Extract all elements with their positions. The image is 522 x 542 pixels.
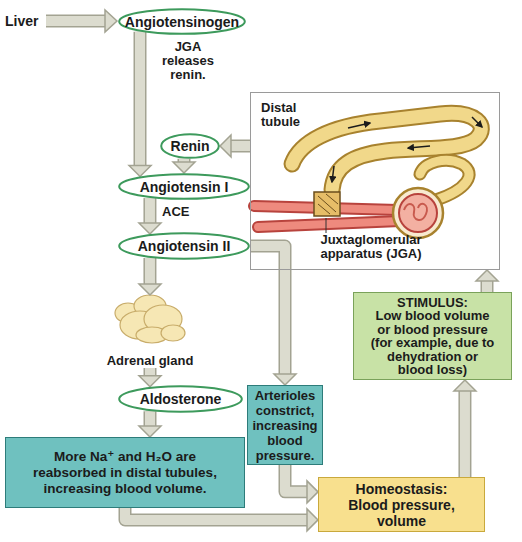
tubule-fill	[292, 113, 481, 190]
molecule-oval: Angiotensin I	[118, 173, 250, 200]
arteriole-fill	[258, 221, 400, 227]
arrow-head	[307, 481, 318, 503]
oval-shape	[119, 386, 242, 412]
stimulus-box: STIMULUS:Low blood volume or blood press…	[353, 292, 512, 380]
molecule-oval: Angiotensin II	[118, 232, 250, 260]
node-text: Blood pressure, volume	[333, 497, 470, 529]
flow-arrow	[173, 159, 195, 173]
arrow-outline	[143, 258, 156, 285]
hormone-oval: Aldosterone	[118, 385, 243, 413]
arrow-outline	[230, 139, 250, 152]
leader-line	[326, 218, 327, 233]
flow-direction	[472, 117, 482, 127]
oval-shape	[119, 233, 249, 259]
arrow-head	[105, 10, 117, 32]
flow-arrow	[476, 270, 498, 292]
flow-arrow	[125, 508, 318, 531]
arrow-outline	[134, 32, 147, 167]
flow-arrow	[139, 258, 161, 295]
arrow-outline	[285, 465, 308, 492]
organ-node: Adrenal gland	[100, 295, 200, 368]
node-text: Aldosterone	[140, 391, 222, 407]
arrow-head	[220, 135, 231, 157]
flow-arrow	[250, 246, 296, 385]
effect-box: More Na⁺ and H₂O are reabsorbed in dista…	[5, 437, 245, 508]
arrow-head	[307, 509, 318, 531]
flow-arrow	[139, 198, 161, 234]
arrow-fill	[230, 141, 250, 151]
glomerulus	[399, 194, 437, 232]
capillary-loop	[404, 204, 427, 220]
jga-hatch	[318, 194, 338, 214]
adrenal-gland-illustration	[115, 295, 185, 343]
gland-lobe	[161, 325, 185, 341]
homeostasis-box: Homeostasis:Blood pressure, volume	[318, 477, 485, 532]
flow-arrow	[129, 32, 151, 177]
liver-arrow	[46, 10, 117, 32]
node-text: Adrenal gland	[107, 353, 194, 368]
effect-box: Arterioles constrict, increasing blood p…	[247, 385, 323, 465]
kidney-illustration	[254, 113, 482, 238]
node-text: Angiotensinogen	[125, 14, 239, 30]
molecule-oval: Angiotensinogen	[118, 8, 246, 35]
arrow-fill	[145, 258, 155, 285]
flow-arrow	[220, 135, 250, 157]
flow-direction	[348, 123, 370, 128]
arrow-fill	[125, 508, 308, 520]
edge-label: JGA releases renin.	[148, 40, 228, 82]
source-label: Liver	[5, 13, 50, 29]
arrow-head	[139, 223, 161, 234]
flow-direction	[332, 166, 334, 182]
arrow-fill	[460, 390, 470, 477]
arrow-fill	[145, 198, 155, 224]
enzyme-oval: Renin	[160, 133, 220, 159]
node-text: Renin	[171, 138, 210, 154]
arrow-fill	[250, 246, 285, 375]
node-text: Distal tubule	[261, 101, 323, 129]
node-text: Low blood volume or blood pressure (for …	[368, 309, 497, 377]
box-heading: STIMULUS:	[397, 296, 468, 310]
arrow-head	[139, 376, 161, 387]
arrow-outline	[125, 508, 308, 520]
node-text: Juxtaglomerular apparatus (JGA)	[301, 233, 441, 261]
arrow-outline	[250, 246, 285, 375]
arrow-head	[129, 165, 151, 176]
arrow-head	[139, 284, 161, 295]
arrow-head	[476, 270, 498, 281]
arrow-head	[173, 162, 195, 173]
capsule	[393, 188, 443, 238]
node-text: Angiotensin I	[140, 179, 229, 195]
arrow-outline	[46, 15, 105, 28]
arrow-outline	[143, 198, 156, 224]
edge-label: ACE	[162, 205, 202, 219]
flow-arrow	[139, 411, 161, 437]
arrow-head	[274, 374, 296, 385]
arrow-head	[454, 380, 476, 391]
tubule-outline	[292, 113, 481, 190]
arteriole-outline	[258, 221, 400, 227]
node-text: More Na⁺ and H₂O are reabsorbed in dista…	[24, 449, 226, 497]
flow-arrow	[454, 380, 476, 477]
flow-arrow	[285, 465, 318, 503]
jga-cells	[314, 192, 340, 216]
flow-direction	[408, 146, 430, 148]
node-text: Arterioles constrict, increasing blood p…	[250, 388, 320, 463]
arrow-fill	[285, 465, 308, 492]
box-heading: Homeostasis:	[356, 481, 448, 497]
node-text: Angiotensin II	[138, 238, 231, 254]
arrow-fill	[46, 16, 105, 26]
kidney-inset: Distal tubuleJuxtaglomerular apparatus (…	[250, 92, 500, 270]
oval-shape	[119, 9, 245, 34]
arrow-fill	[145, 411, 155, 427]
arrow-fill	[135, 32, 145, 167]
oval-shape	[161, 134, 219, 158]
arrow-outline	[143, 411, 156, 427]
arrow-outline	[458, 390, 471, 477]
arrow-fill	[482, 280, 492, 292]
arrow-outline	[481, 280, 494, 292]
oval-shape	[119, 174, 249, 199]
flow-arrow	[139, 368, 161, 387]
arrow-head	[139, 426, 161, 437]
